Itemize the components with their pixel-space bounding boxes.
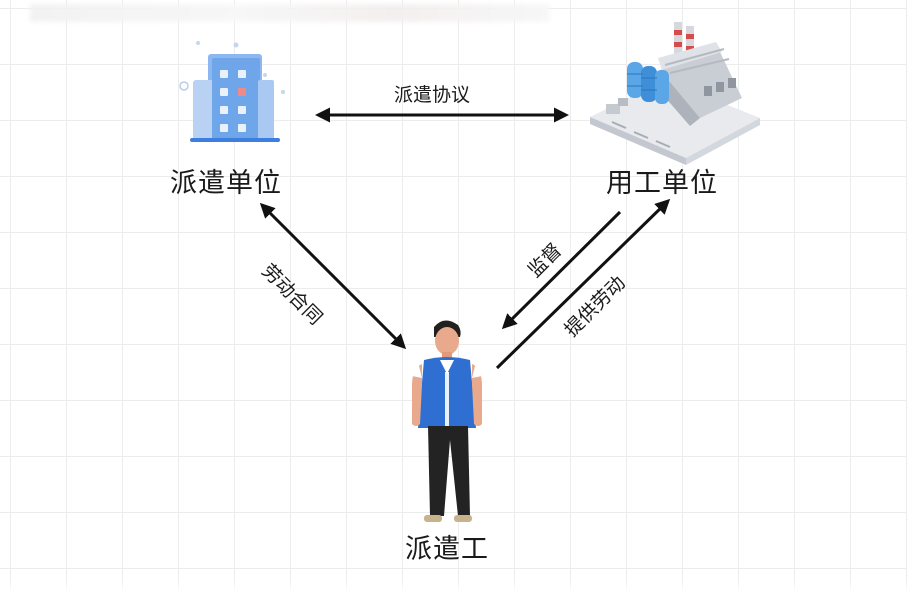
worker-label: 派遣工 [405,534,489,565]
employer-unit-label: 用工单位 [606,168,718,199]
dispatch-agreement-label: 派遣协议 [394,84,471,106]
supervision-arrow [501,210,622,330]
top-blur-bar [30,4,550,22]
bottom-fade [0,579,907,593]
dispatch-unit-label: 派遣单位 [170,168,282,199]
labor-contract-arrow [259,202,407,350]
provide-labor-arrow [495,198,671,370]
